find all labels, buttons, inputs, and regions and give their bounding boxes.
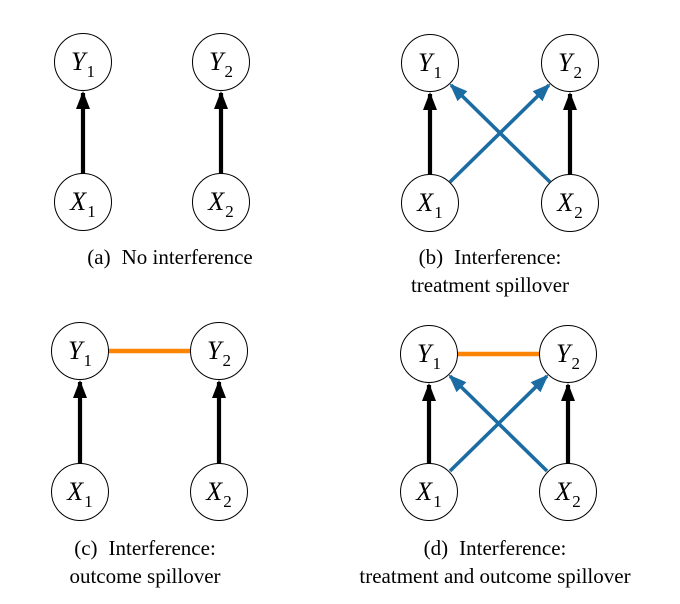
panel-c-node-Y2: Y2 — [190, 322, 248, 380]
node-label-sub: 2 — [572, 492, 581, 511]
node-label-base: Y — [556, 339, 571, 368]
panel-b-node-X1-label: X1 — [417, 188, 442, 222]
node-label-base: X — [555, 477, 572, 506]
caption-b-line1: (b) Interference: — [340, 243, 640, 271]
node-label-sub: 1 — [84, 492, 93, 511]
panel-c-node-X1-label: X1 — [67, 477, 92, 511]
caption-b-label: (b) — [418, 245, 444, 269]
node-label-sub: 2 — [574, 203, 583, 222]
node-label-base: Y — [418, 48, 433, 77]
caption-d-line2: treatment and outcome spillover — [359, 564, 631, 588]
caption-d-line1: (d) Interference: — [320, 534, 670, 562]
caption-a-text: No interference — [121, 245, 253, 269]
panel-c-node-Y1: Y1 — [51, 322, 109, 380]
panel-b-arrow-x2-y1 — [449, 83, 552, 184]
panel-d-node-Y2-label: Y2 — [556, 339, 580, 373]
node-label-sub: 1 — [434, 203, 443, 222]
panel-a-node-X2-label: X2 — [208, 187, 233, 221]
panel-d-node-X1-label: X1 — [416, 477, 441, 511]
panel-c-node-X1: X1 — [51, 463, 109, 521]
node-label-sub: 2 — [224, 62, 233, 81]
panel-a-node-Y2: Y2 — [192, 33, 250, 91]
panel-a-node-X2: X2 — [192, 173, 250, 231]
node-label-base: X — [206, 477, 223, 506]
caption-c-line1: (c) Interference: — [0, 534, 290, 562]
panel-c-node-X2: X2 — [190, 463, 248, 521]
panel-d-arrow-x2-y1 — [448, 374, 549, 473]
panel-a-node-Y1: Y1 — [54, 33, 112, 91]
panel-d-node-Y1-label: Y1 — [417, 339, 441, 373]
node-label-sub: 2 — [223, 492, 232, 511]
panel-b-node-Y2: Y2 — [541, 34, 599, 92]
panel-c-node-Y1-label: Y1 — [68, 336, 92, 370]
caption-d-text: Interference: — [459, 536, 567, 560]
panel-d-node-X1: X1 — [400, 463, 458, 521]
node-label-base: X — [416, 477, 433, 506]
caption-d-label: (d) — [423, 536, 449, 560]
node-label-base: X — [208, 187, 225, 216]
node-label-sub: 1 — [83, 351, 92, 370]
node-label-base: Y — [417, 339, 432, 368]
panel-b-node-X2: X2 — [541, 174, 599, 232]
node-label-sub: 2 — [573, 63, 582, 82]
panel-d-node-X2-label: X2 — [555, 477, 580, 511]
panel-d-node-Y2: Y2 — [539, 325, 597, 383]
node-label-sub: 1 — [87, 202, 96, 221]
panel-a-node-Y1-label: Y1 — [71, 47, 95, 81]
node-label-base: X — [417, 188, 434, 217]
node-label-base: Y — [207, 336, 222, 365]
caption-b-line2: treatment spillover — [410, 273, 570, 297]
node-label-sub: 2 — [571, 354, 580, 373]
node-label-base: Y — [71, 47, 86, 76]
node-label-base: Y — [209, 47, 224, 76]
node-label-base: Y — [68, 336, 83, 365]
panel-c-node-X2-label: X2 — [206, 477, 231, 511]
node-label-sub: 1 — [432, 354, 441, 373]
node-label-sub: 1 — [433, 492, 442, 511]
node-label-sub: 1 — [433, 63, 442, 82]
caption-a-line1: (a) No interference — [20, 243, 320, 271]
panel-a-node-X1-label: X1 — [70, 187, 95, 221]
panel-b-node-X2-label: X2 — [557, 188, 582, 222]
node-label-base: X — [67, 477, 84, 506]
caption-c-label: (c) — [74, 536, 98, 560]
panel-d-node-Y1: Y1 — [400, 325, 458, 383]
panel-c-node-Y2-label: Y2 — [207, 336, 231, 370]
panel-b-node-Y1-label: Y1 — [418, 48, 442, 82]
caption-c-line2: outcome spillover — [69, 564, 221, 588]
panel-d-node-X2: X2 — [539, 463, 597, 521]
panel-b-node-Y1: Y1 — [401, 34, 459, 92]
caption-b-text: Interference: — [454, 245, 562, 269]
caption-a: (a) No interference — [20, 243, 320, 271]
node-label-sub: 2 — [222, 351, 231, 370]
panel-a-node-Y2-label: Y2 — [209, 47, 233, 81]
caption-b: (b) Interference: treatment spillover — [340, 243, 640, 299]
caption-c: (c) Interference: outcome spillover — [0, 534, 290, 590]
node-label-sub: 1 — [86, 62, 95, 81]
caption-a-label: (a) — [87, 245, 111, 269]
node-label-base: X — [70, 187, 87, 216]
caption-d: (d) Interference: treatment and outcome s… — [320, 534, 670, 590]
panel-b-node-X1: X1 — [401, 174, 459, 232]
node-label-base: X — [557, 188, 574, 217]
caption-c-text: Interference: — [108, 536, 216, 560]
node-label-sub: 2 — [225, 202, 234, 221]
node-label-base: Y — [558, 48, 573, 77]
panel-a-node-X1: X1 — [54, 173, 112, 231]
panel-b-node-Y2-label: Y2 — [558, 48, 582, 82]
